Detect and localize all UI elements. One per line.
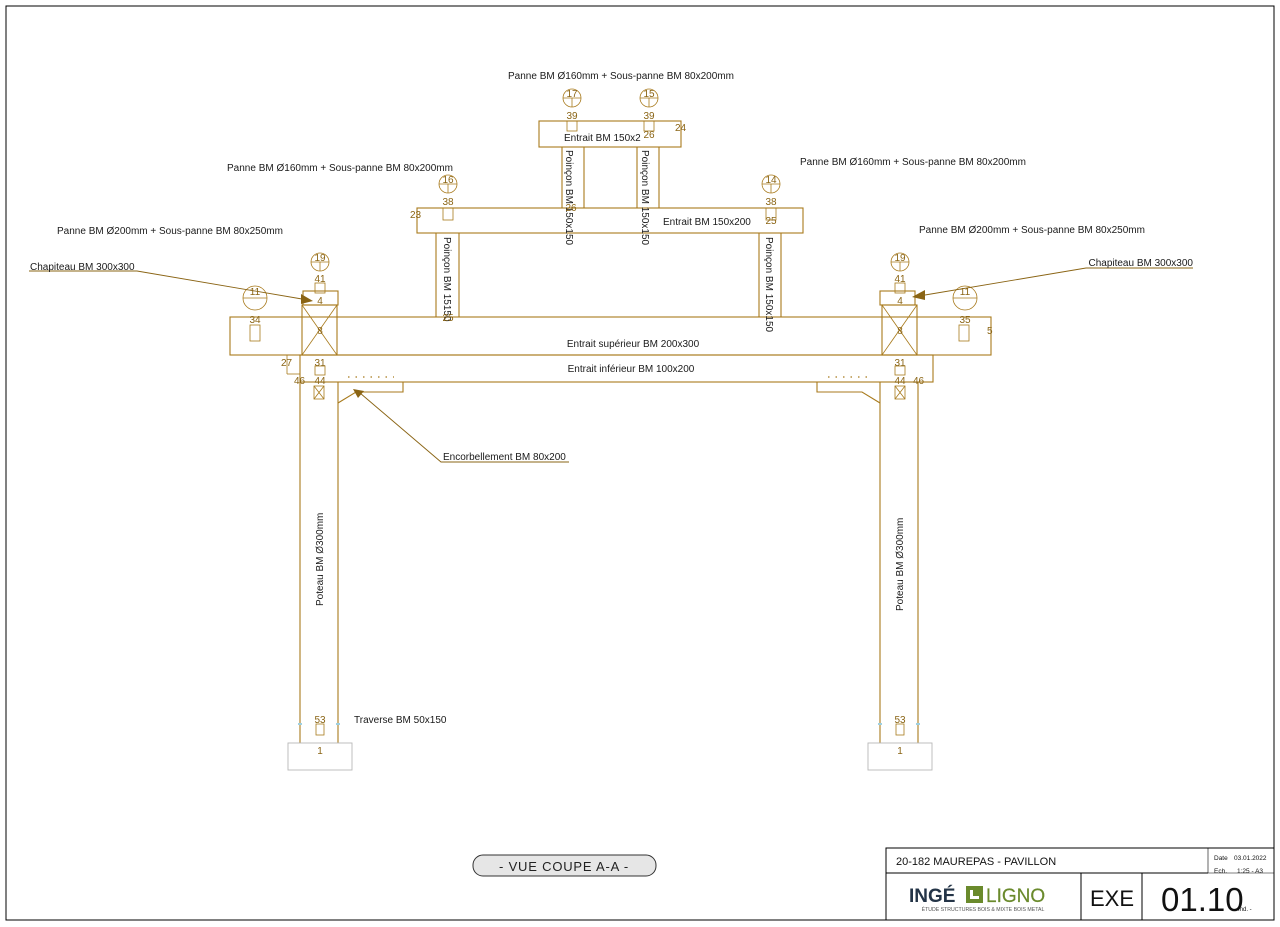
label-encorbellement: Encorbellement BM 80x200 <box>443 452 566 463</box>
mark-14: 14 <box>765 175 777 186</box>
mark-17: 17 <box>566 89 578 100</box>
label-entrait-inferieur: Entrait inférieur BM 100x200 <box>568 364 695 375</box>
logo-ligno: LIGNO <box>986 886 1045 907</box>
mark-38a: 38 <box>442 197 454 208</box>
phase-code: EXE <box>1090 886 1134 911</box>
label-panne-left-mid: Panne BM Ø160mm + Sous-panne BM 80x200mm <box>227 163 453 174</box>
mark-39b: 39 <box>643 111 655 122</box>
mark-19b: 19 <box>894 253 906 264</box>
footing-left <box>287 742 353 771</box>
mark-8b: 8 <box>897 326 903 337</box>
mark-26a: 26 <box>643 130 655 141</box>
mark-25a: 25 <box>765 216 777 227</box>
mark-8a: 8 <box>317 326 323 337</box>
scale-value: 1:25 - A3 <box>1237 868 1263 875</box>
label-panne-right-low: Panne BM Ø200mm + Sous-panne BM 80x250mm <box>919 225 1145 236</box>
mark-46a: 46 <box>294 376 306 387</box>
mark-44b: 44 <box>894 376 906 387</box>
mark-11b: 11 <box>960 287 971 298</box>
sheet-border <box>5 5 1275 921</box>
date-value: 03.01.2022 <box>1234 855 1267 862</box>
mark-31b: 31 <box>894 358 906 369</box>
mark-27: 27 <box>281 358 293 369</box>
logo-tagline: ÉTUDE STRUCTURES BOIS & MIXTE BOIS METAL <box>922 906 1045 913</box>
label-poincon-4: Poinçon BM 150x150 <box>763 237 774 333</box>
mark-11a: 11 <box>250 287 261 298</box>
logo-mark-icon <box>966 886 983 903</box>
mark-16: 16 <box>442 175 454 186</box>
title-block: 20-182 MAUREPAS - PAVILLON Date 03.01.20… <box>885 847 1275 921</box>
view-title: - VUE COUPE A-A - <box>499 859 629 874</box>
label-entrait-top: Entrait BM 150x2 <box>564 133 641 144</box>
leader-lines <box>29 267 1193 463</box>
label-panne-top: Panne BM Ø160mm + Sous-panne BM 80x200mm <box>508 71 734 82</box>
label-panne-left-low: Panne BM Ø200mm + Sous-panne BM 80x250mm <box>57 226 283 237</box>
label-poteau-right: Poteau BM Ø300mm <box>895 518 906 611</box>
label-traverse: Traverse BM 50x150 <box>354 715 447 726</box>
view-title-frame <box>472 854 657 877</box>
mark-4b: 4 <box>897 296 903 307</box>
frame-structure <box>229 88 992 771</box>
mark-35: 35 <box>959 315 971 326</box>
date-label: Date <box>1214 855 1228 862</box>
label-entrait-superieur: Entrait supérieur BM 200x300 <box>567 339 700 350</box>
mark-1a: 1 <box>317 746 323 757</box>
scale-label: Ech. <box>1214 868 1227 875</box>
encorbellement-left-member <box>337 382 404 404</box>
footing-right <box>867 742 933 771</box>
index-label: Ind. - <box>1238 907 1252 913</box>
mark-23: 23 <box>410 210 422 221</box>
project-title: 20-182 MAUREPAS - PAVILLON <box>896 856 1056 868</box>
mark-53b: 53 <box>894 715 906 726</box>
mark-38b: 38 <box>765 197 777 208</box>
mark-31a: 31 <box>314 358 326 369</box>
label-poincon-3: Poinçon BM 15​150 <box>441 237 452 322</box>
mark-19a: 19 <box>314 253 326 264</box>
mark-15: 15 <box>643 89 655 100</box>
entrait-inferieur-member <box>299 354 934 383</box>
label-poincon-2: Poinçon BM 150x150 <box>639 150 650 246</box>
mark-53a: 53 <box>314 715 326 726</box>
mark-25b: 25 <box>442 313 454 324</box>
label-chapiteau-left: Chapiteau BM 300x300 <box>30 262 135 273</box>
logo-inge: INGÉ <box>909 885 955 907</box>
entrait-mid-member <box>416 207 804 234</box>
entrait-top-member <box>538 120 682 148</box>
label-entrait-mid: Entrait BM 150x200 <box>663 217 751 228</box>
mark-34: 34 <box>249 315 261 326</box>
label-panne-right-mid: Panne BM Ø160mm + Sous-panne BM 80x200mm <box>800 157 1026 168</box>
label-chapiteau-right: Chapiteau BM 300x300 <box>1088 258 1193 269</box>
label-poincon-1: Poinçon BM 150x150 <box>563 150 574 246</box>
mark-41a: 41 <box>314 274 326 285</box>
mark-1b: 1 <box>897 746 903 757</box>
mark-5: 5 <box>987 326 993 337</box>
mark-26b: 26 <box>565 203 577 214</box>
mark-44a: 44 <box>314 376 326 387</box>
mark-4a: 4 <box>317 296 323 307</box>
mark-24: 24 <box>675 123 687 134</box>
label-poteau-left: Poteau BM Ø300mm <box>315 513 326 606</box>
mark-39a: 39 <box>566 111 578 122</box>
part-marks: 17 15 39 39 26 24 26 16 14 38 38 23 25 2… <box>249 89 993 757</box>
mark-46b: 46 <box>913 376 925 387</box>
encorbellement-right-member <box>816 382 881 404</box>
sheet-number: 01.10 <box>1161 881 1244 918</box>
mark-41b: 41 <box>894 274 906 285</box>
